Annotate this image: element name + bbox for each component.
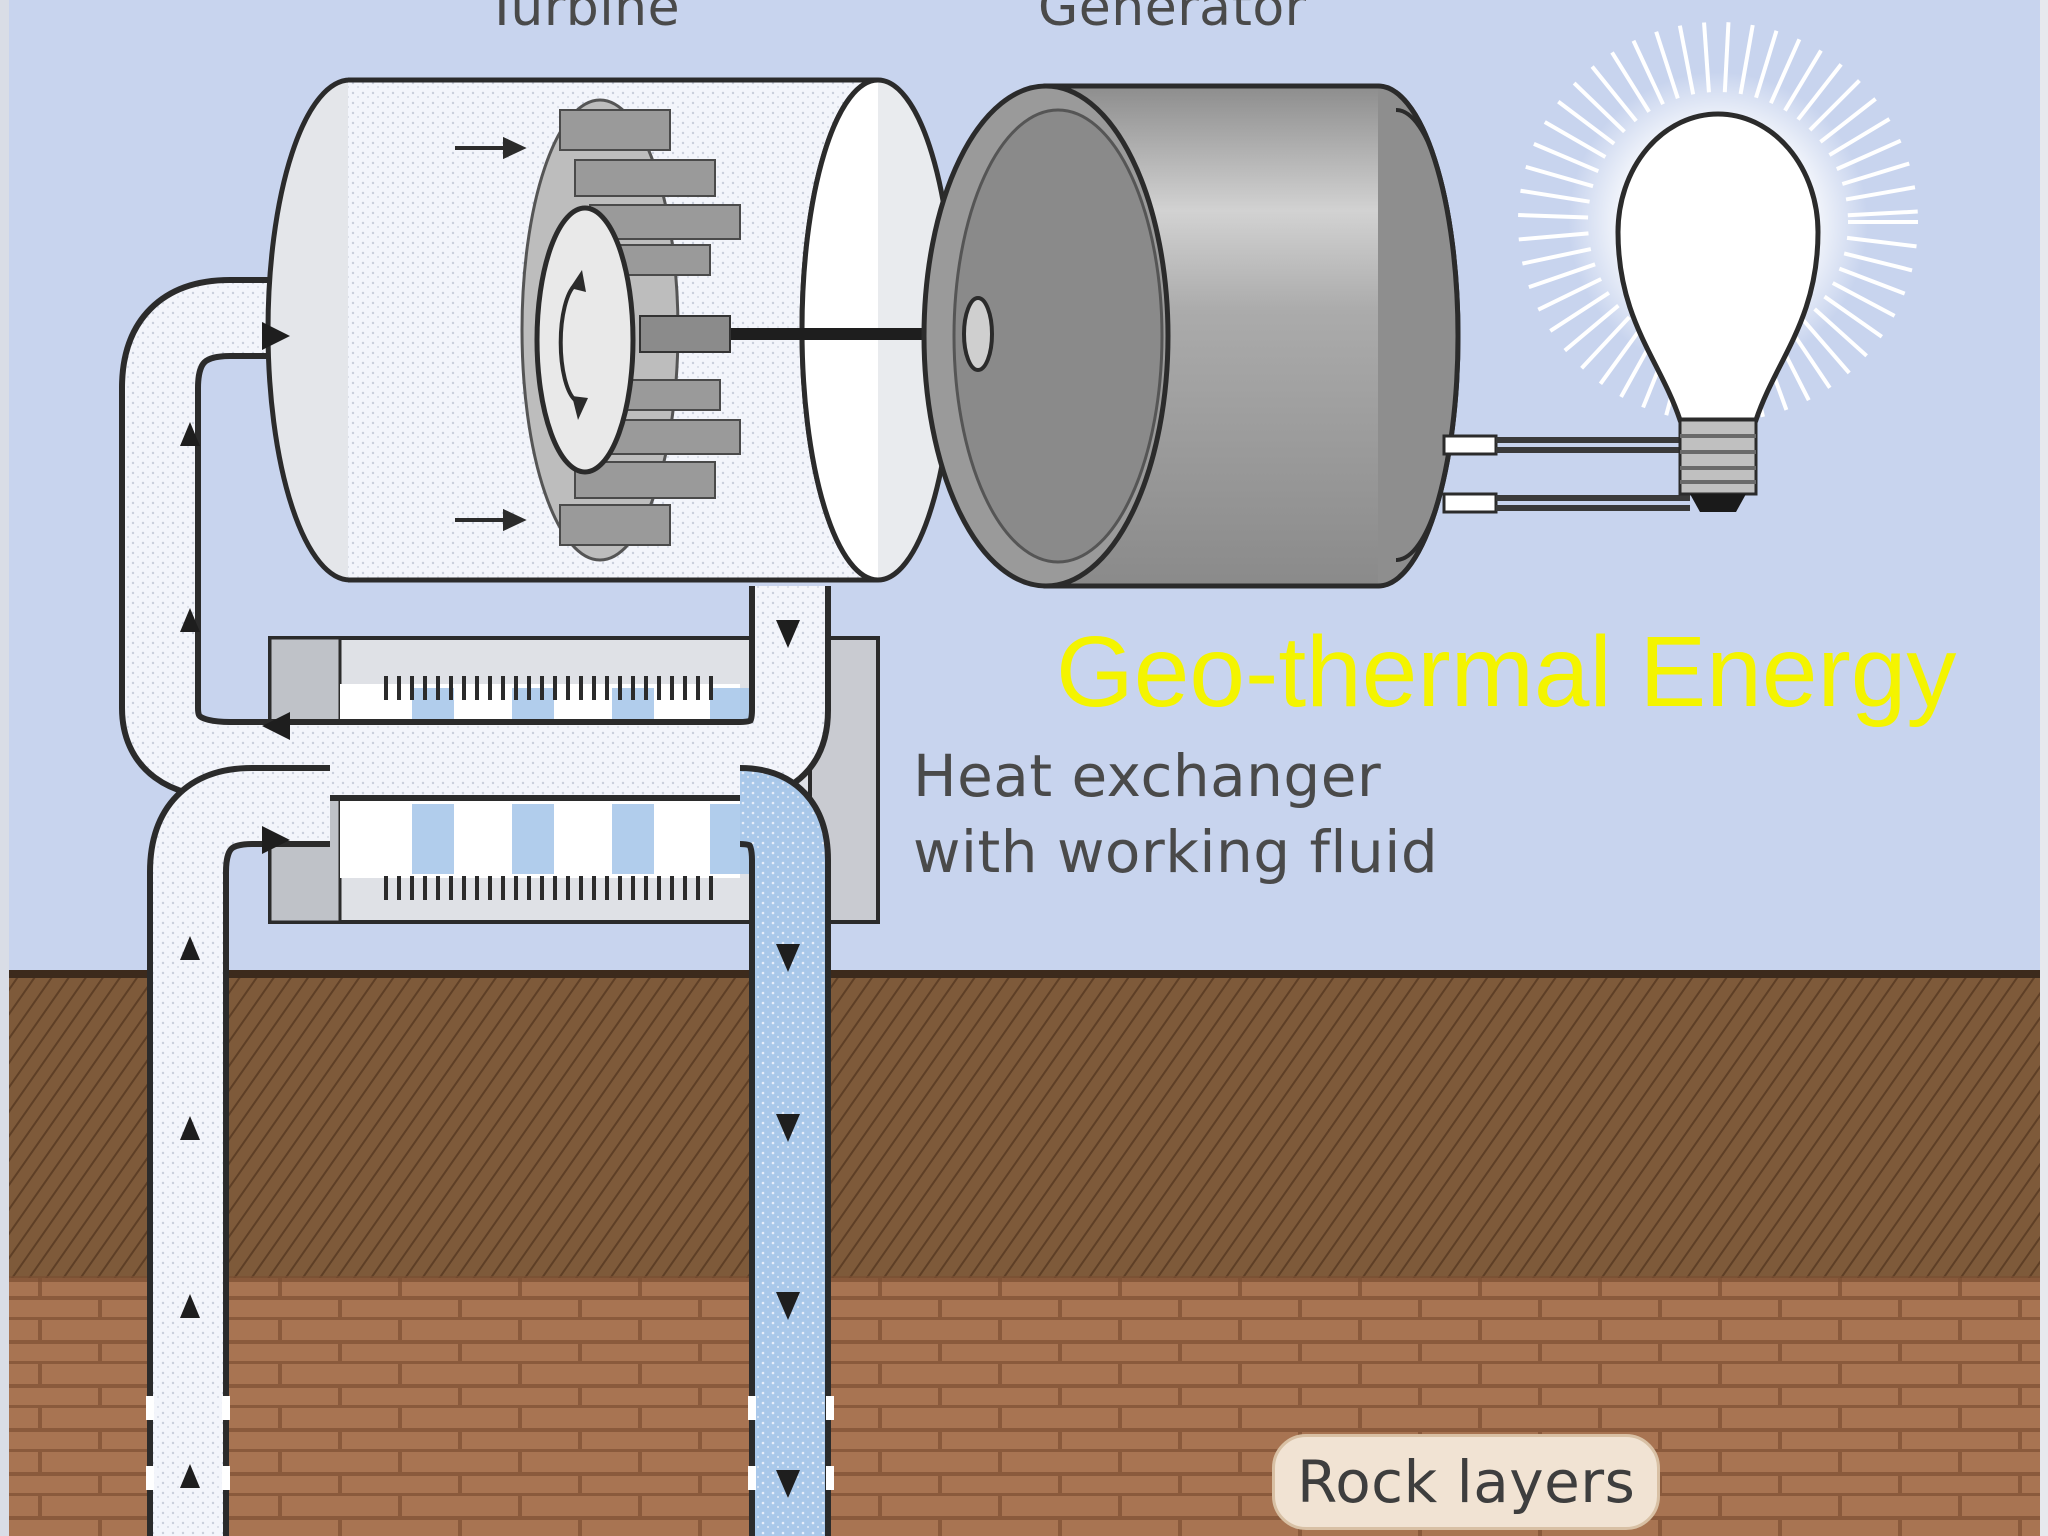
wires xyxy=(1496,437,1690,511)
generator-icon xyxy=(921,83,1498,589)
upper-soil xyxy=(9,975,2040,1281)
generator-label: Generator xyxy=(1038,0,1307,38)
slide-title: Geo-thermal Energy xyxy=(1056,616,1957,728)
turbine-blades xyxy=(520,98,741,562)
heat-exchanger-label-line1: Heat exchanger xyxy=(913,742,1382,810)
flow-arrow-icon xyxy=(455,136,527,532)
light-bulb-icon xyxy=(1518,22,1918,512)
turbine-label: Turbine xyxy=(486,0,681,38)
flow-arrow-icon xyxy=(180,322,800,1498)
heat-exchanger-label-line2: with working fluid xyxy=(913,818,1439,886)
rock-layers-label: Rock layers xyxy=(1272,1434,1661,1530)
ground-line xyxy=(9,970,2040,978)
working-fluid-loop xyxy=(119,277,831,801)
heat-exchanger-label: Heat exchanger with working fluid xyxy=(913,738,1438,890)
brine-loop xyxy=(146,765,834,1536)
rock-layers xyxy=(9,1278,2040,1536)
turbine-icon xyxy=(265,77,957,583)
